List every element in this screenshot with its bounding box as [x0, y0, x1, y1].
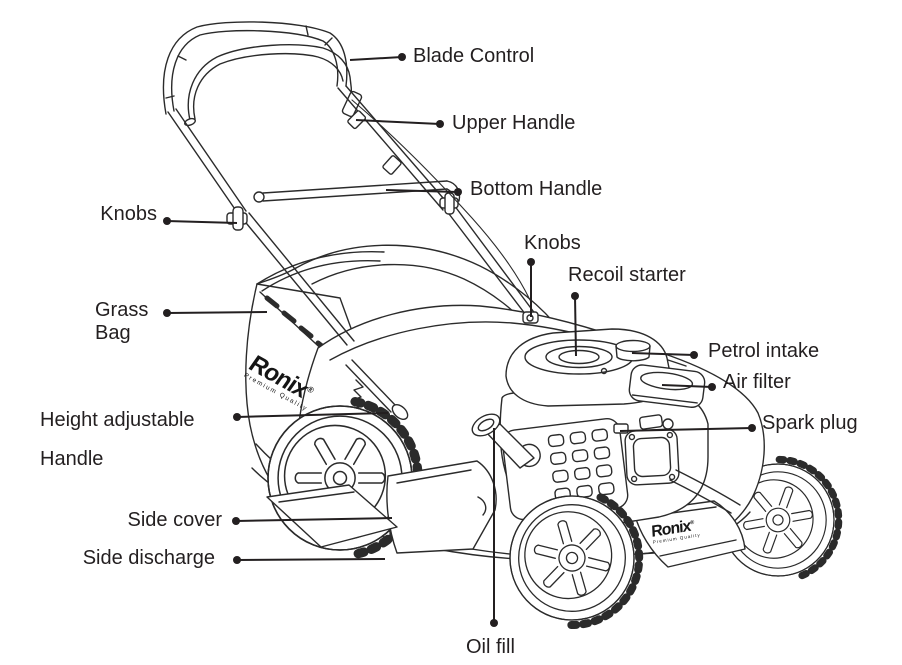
- label-bottom-handle: Bottom Handle: [470, 178, 603, 200]
- callout-height-adjustable: [233, 412, 389, 421]
- control-cable: [351, 99, 531, 301]
- height-lever-drawing: [345, 359, 409, 420]
- label-height-adjustable-handle: Height adjustable Handle: [40, 409, 195, 470]
- callout-recoil-starter: [571, 292, 579, 357]
- callout-grass-bag: [163, 309, 268, 317]
- crankcase-plate: [624, 428, 680, 486]
- label-side-cover: Side cover: [127, 509, 223, 531]
- label-oil-fill: Oil fill: [466, 636, 515, 658]
- callout-upper-handle: [355, 119, 444, 128]
- callout-blade-control: [349, 53, 406, 61]
- callout-side-cover: [232, 517, 393, 525]
- muffler-drawing: [501, 418, 629, 521]
- label-recoil-starter: Recoil starter: [568, 264, 686, 286]
- label-air-filter: Air filter: [723, 371, 791, 393]
- oil-fill-drawing: [471, 413, 535, 469]
- registered-mark: ®: [690, 519, 694, 527]
- callouts: [163, 53, 756, 627]
- petrol-cap-drawing: [615, 339, 651, 362]
- callout-side-discharge: [233, 556, 386, 564]
- callout-knobs-left: [163, 217, 238, 225]
- label-side-discharge: Side discharge: [82, 547, 215, 569]
- side-cover-drawing: [386, 460, 497, 554]
- left-knob-drawing: [226, 206, 248, 231]
- callout-bottom-handle: [385, 188, 462, 196]
- label-petrol-intake: Petrol intake: [708, 340, 820, 362]
- label-blade-control: Blade Control: [413, 45, 535, 67]
- spark-plug-drawing: [613, 414, 674, 434]
- callout-petrol-intake: [631, 351, 698, 359]
- label-spark-plug: Spark plug: [762, 412, 858, 434]
- label-upper-handle: Upper Handle: [452, 112, 576, 134]
- callout-spark-plug: [619, 424, 756, 432]
- label-knobs-center: Knobs: [524, 232, 581, 254]
- engine-drawing: [499, 328, 741, 526]
- side-discharge-drawing: [266, 484, 398, 548]
- callout-oil-fill: [490, 428, 498, 627]
- callout-knobs-center: [527, 258, 535, 317]
- right-knob-drawing: [439, 192, 459, 215]
- label-grass-bag: Grass Bag: [95, 299, 149, 344]
- blade-control-bail: [187, 44, 353, 121]
- handle-drawing: [162, 21, 539, 346]
- recoil-starter-drawing: [524, 339, 634, 375]
- label-knobs-left: Knobs: [100, 203, 157, 225]
- callout-air-filter: [661, 383, 716, 391]
